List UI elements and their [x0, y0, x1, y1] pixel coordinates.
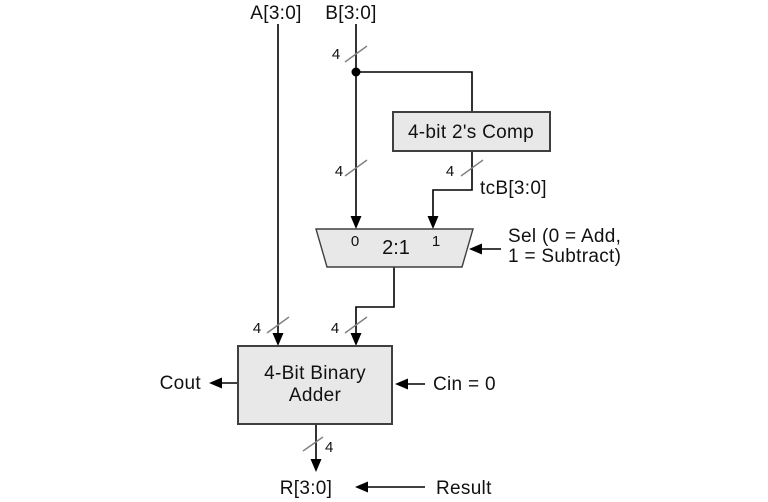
arrowhead-result-out [310, 459, 322, 472]
bus-slash-b-top [344, 45, 368, 63]
bus-width-mux-out: 4 [331, 320, 339, 337]
mux-port1-label: 1 [432, 233, 440, 250]
bus-width-b-direct: 4 [335, 163, 343, 180]
bus-slash-b-direct [344, 159, 368, 177]
bus-slash-mux-out [344, 316, 368, 334]
mux-port0-label: 0 [351, 233, 359, 250]
adder-block [237, 345, 393, 425]
bus-slash-r-out [302, 436, 324, 452]
arrowhead-adder-b [350, 333, 362, 346]
wire-junction-dot [351, 67, 361, 77]
arrowhead-result-label [355, 481, 368, 493]
bus-width-b-top: 4 [332, 46, 340, 63]
wire-b-to-twos-comp [356, 71, 473, 112]
label-sel-line1: Sel (0 = Add, [508, 226, 621, 247]
wire-tcb-to-mux [432, 151, 473, 217]
bus-slash-tcb [460, 159, 484, 177]
bus-width-tcb: 4 [446, 163, 454, 180]
bus-width-a-in: 4 [253, 320, 261, 337]
label-input-b: B[3:0] [325, 3, 376, 24]
arrowhead-mux-input1 [427, 216, 439, 229]
mux-block [315, 228, 474, 268]
adder-label-line2: Adder [289, 385, 342, 406]
bus-slash-a-in [266, 316, 290, 334]
label-result-bus: R[3:0] [280, 478, 333, 499]
label-tcb: tcB[3:0] [480, 178, 547, 199]
label-cin: Cin = 0 [433, 374, 496, 395]
arrowhead-mux-input0 [350, 216, 362, 229]
label-result: Result [436, 478, 492, 499]
arrowhead-cin [395, 378, 408, 390]
twos-comp-label: 4-bit 2's Comp [408, 122, 534, 143]
wire-mux-to-adder [355, 267, 395, 334]
label-input-a: A[3:0] [250, 3, 301, 24]
adder-label-line1: 4-Bit Binary [264, 363, 366, 384]
arrowhead-sel [469, 243, 482, 255]
bus-width-r-out: 4 [325, 439, 333, 456]
arrowhead-cout [209, 377, 222, 389]
arrowhead-adder-a [272, 333, 284, 346]
twos-comp-block [392, 111, 551, 152]
label-sel-line2: 1 = Subtract) [508, 246, 621, 267]
mux-label: 2:1 [382, 237, 410, 259]
label-cout: Cout [160, 373, 202, 394]
